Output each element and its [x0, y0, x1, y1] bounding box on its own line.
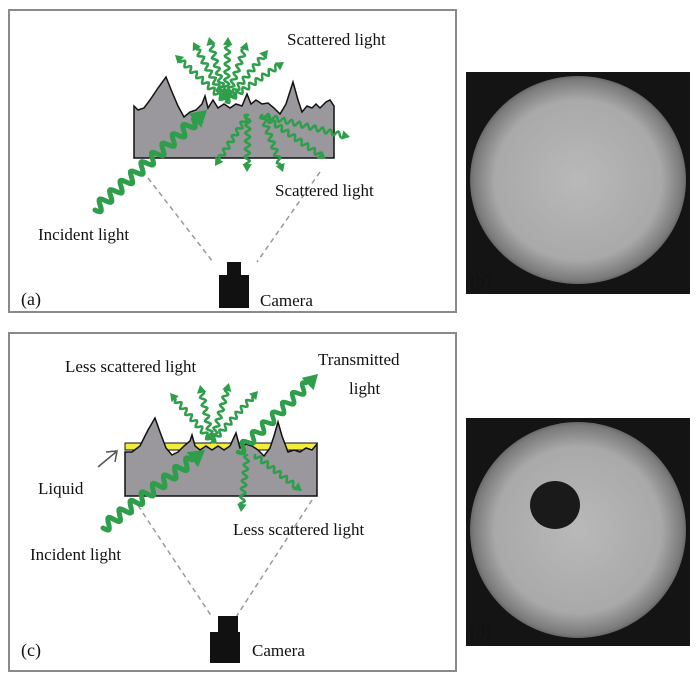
camera-lens-icon [227, 262, 241, 276]
scattered-light-arrow-head-icon [215, 156, 224, 166]
less-scattered-light-arrow-head-icon [237, 503, 247, 512]
less-scattered-light-arrow [173, 398, 214, 444]
panel-label-c: (c) [21, 640, 41, 661]
camera-lens-icon [218, 616, 238, 633]
scattered-light-arrow [260, 113, 322, 156]
label-camera: Camera [260, 291, 313, 310]
panel-label-a: (a) [21, 289, 41, 310]
incident-light-arrow-head-icon [188, 110, 207, 128]
liquid-pointer-arrow [97, 451, 117, 468]
scattered-light-arrow [243, 113, 252, 166]
less-scattered-light-arrow-head-icon [249, 391, 258, 401]
scattered-light-arrow-head-icon [223, 37, 233, 46]
scattered-light-arrow-head-icon [316, 150, 326, 159]
scattered-light-arrow-head-icon [206, 37, 216, 46]
scattered-light-arrow [222, 43, 232, 104]
less-scattered-light-arrow [253, 453, 296, 489]
incident-light-arrow [92, 116, 198, 215]
transmitted-light-arrow [235, 380, 309, 456]
scattered-light-arrow [224, 48, 247, 104]
liquid-pointer-arrowhead-icon [105, 450, 118, 463]
label-liquid: Liquid [38, 479, 84, 498]
less-scattered-light-arrow-head-icon [222, 383, 232, 393]
label-less-scattered-light-top: Less scattered light [65, 357, 197, 376]
camera-a [219, 262, 249, 308]
scattered-light-arrow [178, 59, 228, 104]
scattered-light-arrow [224, 56, 266, 104]
photo-b-bright-disc [470, 76, 686, 284]
scattered-light-arrow-head-icon [175, 55, 185, 64]
scattered-light-arrow-head-icon [259, 50, 268, 60]
less-scattered-light-arrow [210, 396, 255, 444]
light-arrows-c [100, 374, 318, 533]
panel-b: (b) [466, 72, 690, 294]
less-scattered-light-arrow [209, 389, 230, 444]
less-scattered-light-arrow-head-icon [292, 482, 302, 491]
panel-d: (d) [466, 418, 690, 646]
panel-c: Less scattered light Transmitted light L… [8, 332, 457, 672]
less-scattered-light-arrow [238, 453, 251, 505]
transmitted-light-arrow-head-icon [301, 374, 318, 391]
panel-label-b: (b) [470, 271, 491, 292]
less-scattered-light-arrow-head-icon [170, 393, 179, 403]
camera-c [210, 616, 240, 663]
scattered-light-arrow [258, 113, 282, 166]
less-scattered-light-arrow-head-icon [196, 385, 207, 394]
photo-d-bright-disc [470, 422, 686, 638]
label-incident-light: Incident light [38, 225, 129, 244]
scattered-light-arrow [224, 63, 277, 105]
label-transmitted-light-line2: light [349, 379, 380, 398]
scattered-light-arrow [260, 112, 343, 139]
scattered-light-arrow-head-icon [274, 62, 284, 71]
label-scattered-light-top: Scattered light [287, 30, 386, 49]
camera-icon [219, 275, 249, 308]
label-camera: Camera [252, 641, 305, 660]
scattered-light-arrow-head-icon [242, 163, 252, 172]
label-less-scattered-light-bottom: Less scattered light [233, 520, 365, 539]
label-scattered-light-bottom: Scattered light [275, 181, 374, 200]
label-incident-light: Incident light [30, 545, 121, 564]
scattered-light-arrow-head-icon [239, 42, 249, 52]
panel-a-frame [8, 9, 457, 313]
scattered-light-arrow-head-icon [275, 162, 285, 172]
scattered-light-arrow [195, 48, 229, 104]
scattered-light-arrow-head-icon [192, 42, 202, 52]
panel-c-frame [8, 332, 457, 672]
photo-d-liquid-dark-spot [530, 481, 580, 529]
panel-label-d: (d) [470, 621, 491, 642]
scattered-light-arrow [217, 113, 250, 160]
panel-a: Scattered light Scattered light Incident… [8, 9, 457, 313]
camera-view-line-right [256, 171, 321, 263]
scattered-light-arrow [208, 43, 230, 104]
label-transmitted-light-line1: Transmitted [318, 350, 400, 369]
scattered-light-arrow-head-icon [341, 130, 350, 140]
incident-light-arrow [100, 455, 195, 533]
camera-view-line-left [132, 497, 213, 618]
camera-icon [210, 632, 240, 663]
less-scattered-light-arrow [198, 391, 216, 444]
incident-light-arrow-head-icon [186, 450, 205, 468]
light-arrows-a [92, 37, 350, 215]
